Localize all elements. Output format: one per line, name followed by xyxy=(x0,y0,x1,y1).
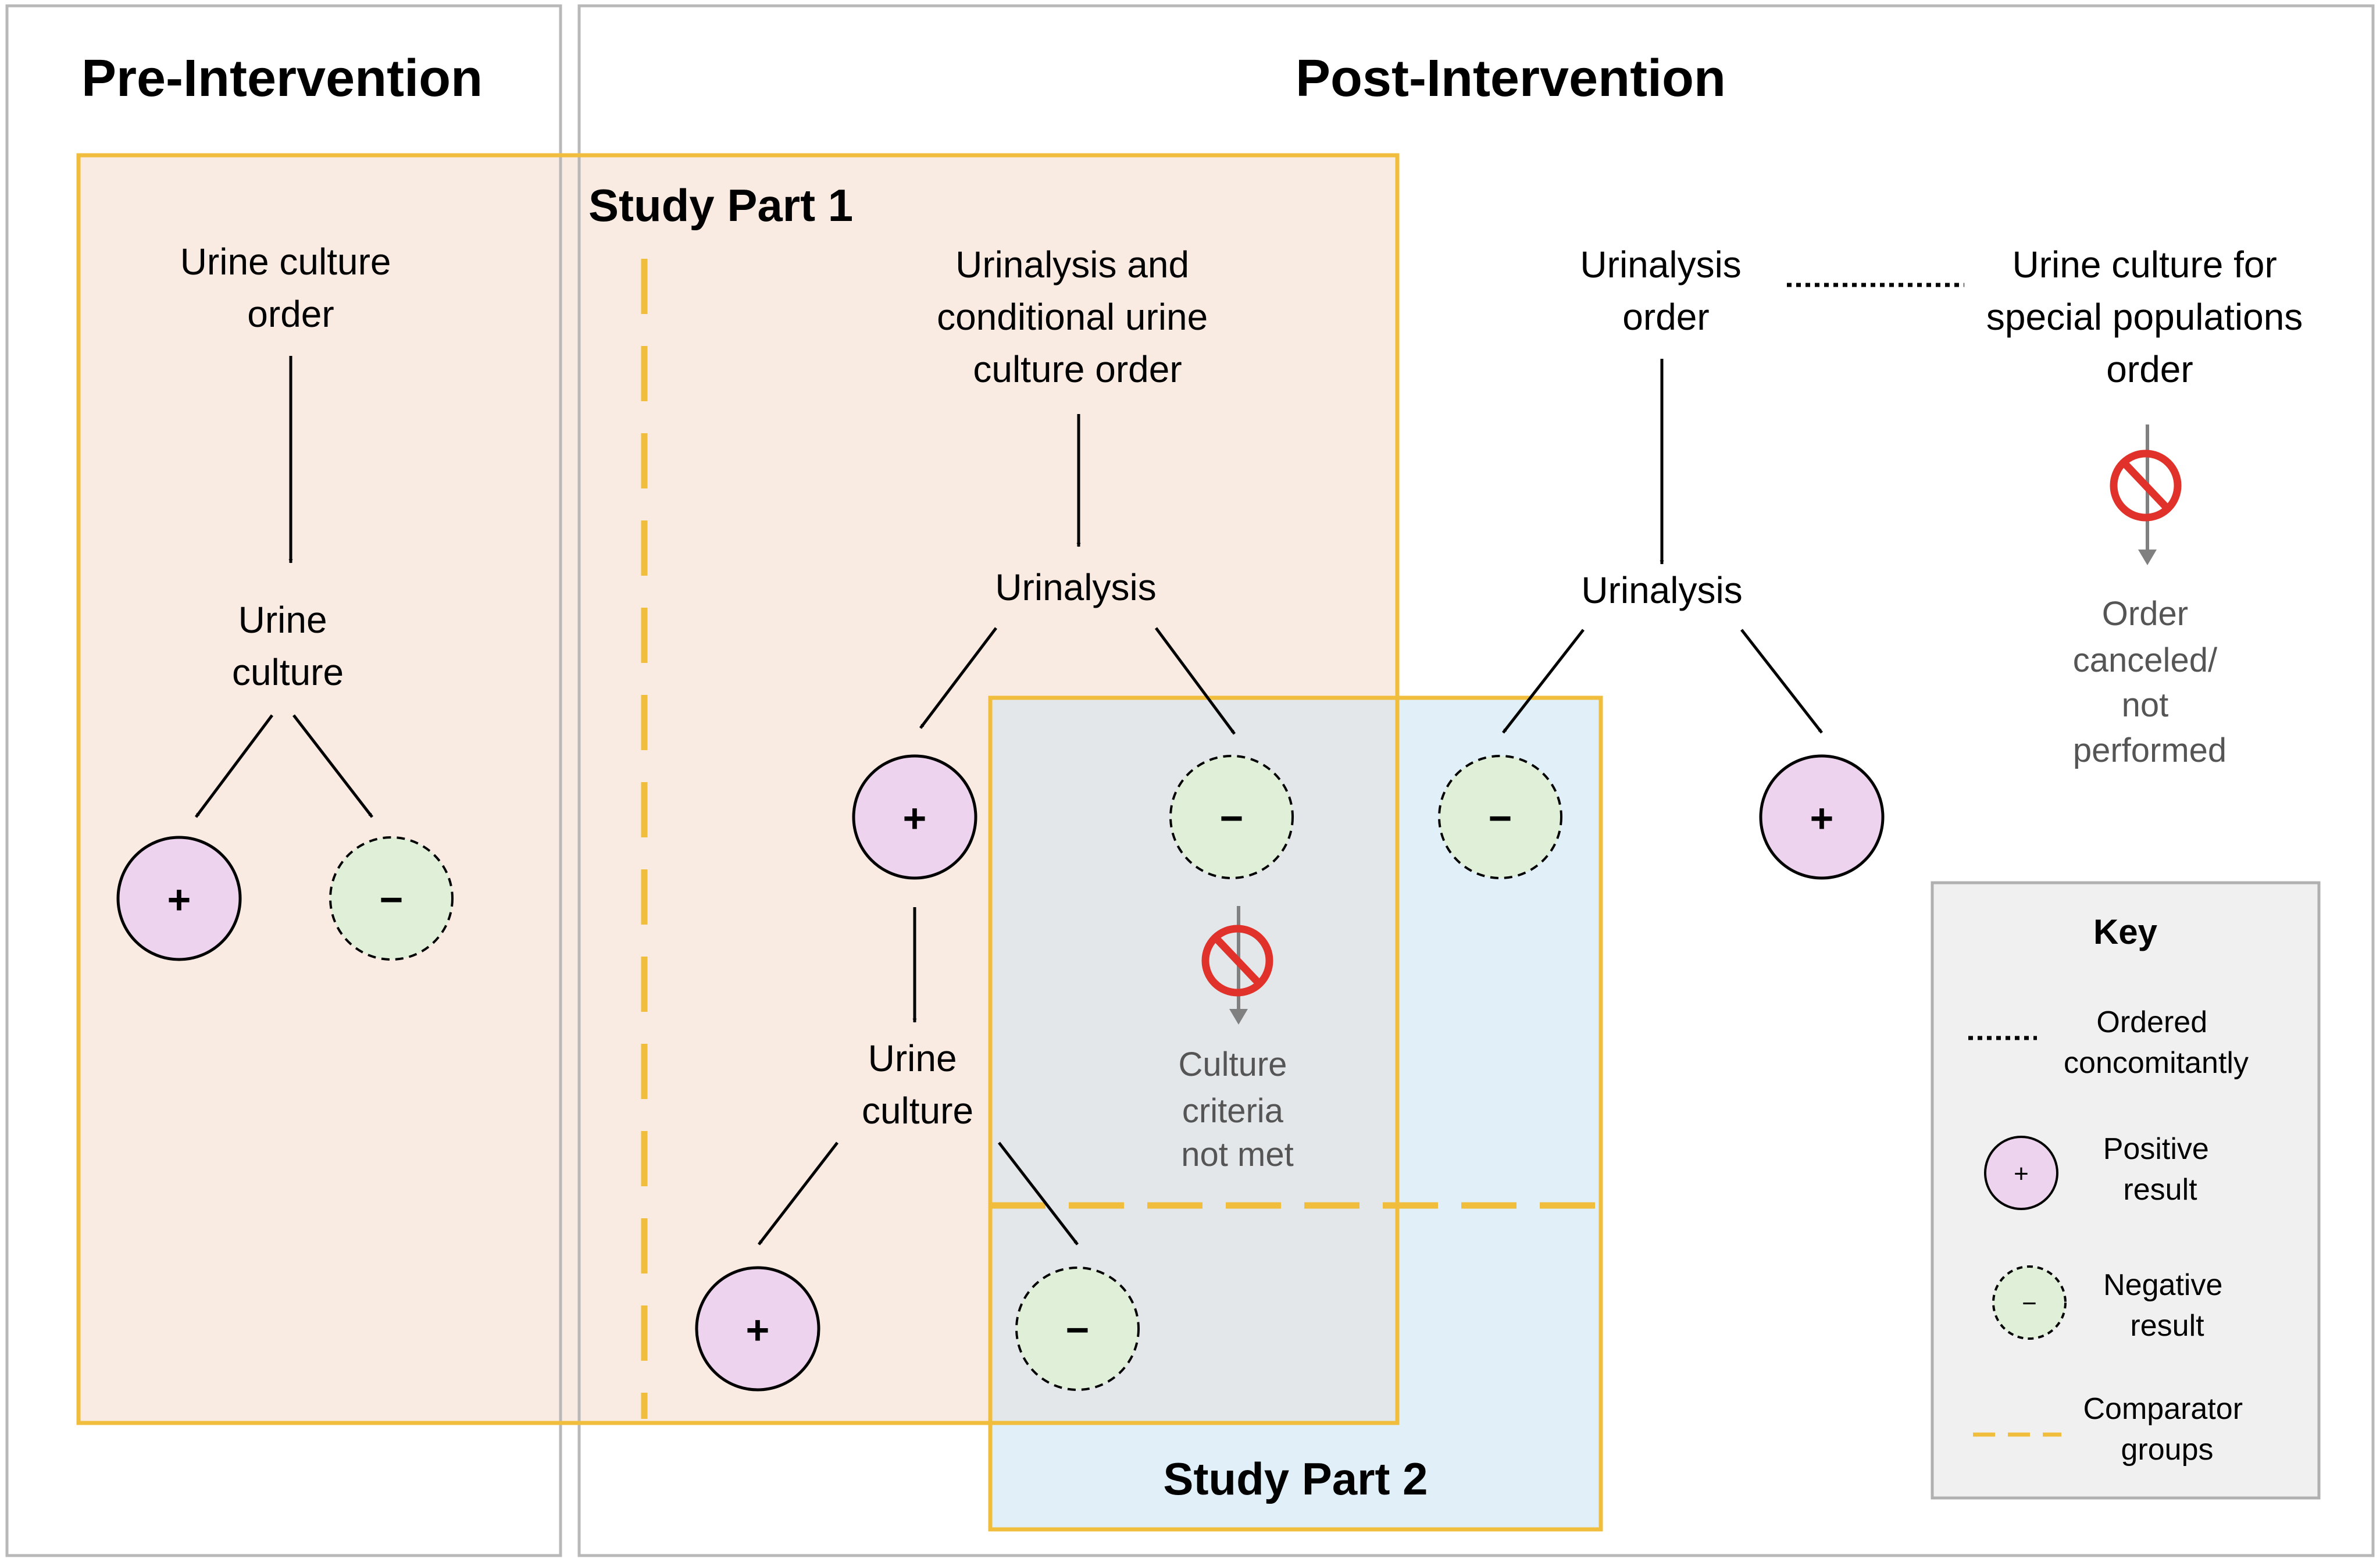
legend-positive-swatch: + xyxy=(1984,1136,2058,1210)
positive-result-node: + xyxy=(1759,754,1885,880)
urinalysis-conditional-culture-order: Urinalysis and conditional urine culture… xyxy=(937,244,1218,390)
study-part-1-label: Study Part 1 xyxy=(588,180,853,231)
legend-negative-swatch: − xyxy=(1992,1265,2067,1340)
svg-text:+: + xyxy=(167,877,191,922)
post-intervention-panel xyxy=(577,4,2375,1557)
arrow xyxy=(1740,629,1823,734)
legend-box: Key Ordered concomitantly + Positive res… xyxy=(1931,881,2321,1500)
svg-text:−: − xyxy=(2022,1289,2037,1318)
svg-text:−: − xyxy=(380,877,404,922)
negative-result-node: − xyxy=(1169,755,1294,879)
legend-negative-label: Negative result xyxy=(2103,1268,2231,1343)
special-populations-order: Urine culture for special populations or… xyxy=(1986,244,2313,390)
svg-text:−: − xyxy=(1489,796,1512,841)
negative-result-node: − xyxy=(1438,755,1562,879)
positive-result-node: + xyxy=(695,1266,820,1392)
study-part-2-border xyxy=(988,695,1603,1532)
legend-title: Key xyxy=(2093,912,2158,951)
arrow xyxy=(758,1141,838,1246)
post-intervention-title: Post-Intervention xyxy=(1296,49,1726,108)
pre-urine-culture-order: Urine culture order xyxy=(180,241,402,335)
positive-result-node: + xyxy=(852,754,977,880)
pre-urine-culture: Urine culture xyxy=(232,599,344,693)
arrow xyxy=(292,714,373,818)
svg-text:+: + xyxy=(903,796,927,841)
urinalysis-order: Urinalysis order xyxy=(1580,244,1751,338)
urinalysis-label: Urinalysis xyxy=(995,566,1156,608)
svg-text:+: + xyxy=(746,1307,770,1353)
arrow xyxy=(1502,629,1585,734)
legend-ordered-concomitantly-label: Ordered concomitantly xyxy=(2064,1005,2249,1080)
study-part-1-border xyxy=(76,153,1400,1425)
negative-result-node: − xyxy=(329,836,454,961)
no-symbol-icon xyxy=(1201,906,1273,1025)
study-part-2-label: Study Part 2 xyxy=(1163,1453,1428,1504)
svg-text:+: + xyxy=(1810,796,1834,841)
arrow xyxy=(194,714,274,818)
legend-comparator-label: Comparator groups xyxy=(2083,1392,2251,1467)
arrow xyxy=(919,627,997,729)
no-symbol-icon xyxy=(2110,425,2182,565)
arrow xyxy=(1154,627,1236,735)
order-canceled-not-performed: Order canceled/ not performed xyxy=(2073,595,2226,769)
svg-text:−: − xyxy=(1066,1307,1090,1353)
culture-criteria-not-met: Culture criteria not met xyxy=(1178,1046,1296,1173)
negative-result-node: − xyxy=(1015,1267,1140,1391)
arrow xyxy=(998,1141,1079,1246)
pre-intervention-title: Pre-Intervention xyxy=(81,49,483,108)
urine-culture-label: Urine culture xyxy=(862,1037,973,1132)
legend-positive-label: Positive result xyxy=(2103,1132,2218,1207)
positive-result-node: + xyxy=(116,836,242,961)
svg-text:+: + xyxy=(2014,1160,2029,1188)
pre-intervention-panel xyxy=(5,4,562,1557)
urinalysis-label: Urinalysis xyxy=(1581,569,1742,611)
svg-text:−: − xyxy=(1220,796,1244,841)
